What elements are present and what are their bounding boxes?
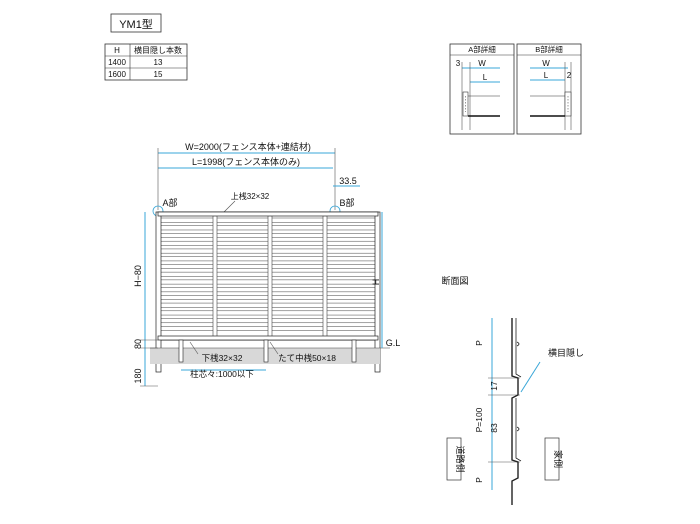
spec-table: H 横目隠し本数 1400 13 1600 15 bbox=[104, 43, 188, 81]
top-rail bbox=[157, 211, 379, 217]
mid-rail bbox=[212, 211, 218, 341]
h-minus-80-label: H−80 bbox=[133, 265, 143, 287]
w-dimension-label: W=2000(フェンス本体+連結材) bbox=[185, 141, 311, 152]
detail-b-title: B部詳細 bbox=[535, 44, 563, 54]
model-label: YM1型 bbox=[119, 17, 153, 31]
front-elevation: W=2000(フェンス本体+連結材) L=1998(フェンス本体のみ) 33.5… bbox=[133, 141, 401, 387]
detail-a-title: A部詳細 bbox=[468, 44, 496, 54]
detail-b-panel: B部詳細 W L 2 bbox=[516, 43, 582, 135]
post-pitch-label: 柱芯々:1000以下 bbox=[190, 369, 254, 379]
detail-b-dim-right: 2 bbox=[567, 71, 572, 80]
slat-callout-label: 横目隠し bbox=[548, 347, 584, 358]
table-header-count: 横目隠し本数 bbox=[134, 45, 182, 55]
post-foot bbox=[178, 339, 184, 363]
detail-b-dim-w: W bbox=[542, 59, 550, 68]
post-foot bbox=[351, 339, 357, 363]
slat-profile bbox=[511, 318, 519, 505]
section-view: 断面図 P P=100 P 17 83 横目隠し 道路側 家側 bbox=[441, 275, 584, 505]
table-cell: 15 bbox=[154, 70, 163, 79]
table-cell: 1400 bbox=[108, 58, 126, 67]
gl-label: G.L bbox=[386, 338, 401, 348]
section-p100: P=100 bbox=[474, 407, 484, 432]
mid-rail-label: たて中桟50×18 bbox=[278, 353, 336, 363]
b-part-label: B部 bbox=[339, 197, 354, 208]
post-foot bbox=[263, 339, 269, 363]
dim-180-label: 180 bbox=[133, 368, 143, 383]
detail-a-dim-left: 3 bbox=[456, 59, 461, 68]
detail-a-dim-l: L bbox=[483, 73, 488, 82]
section-title: 断面図 bbox=[441, 275, 468, 286]
dim-80-label: 80 bbox=[133, 339, 143, 349]
section-p-bottom: P bbox=[474, 477, 484, 483]
detail-a-panel: A部詳細 3 W L bbox=[449, 43, 515, 135]
section-p-top: P bbox=[474, 340, 484, 346]
mid-rail bbox=[267, 211, 273, 341]
house-side-box bbox=[544, 437, 560, 481]
table-header-h: H bbox=[114, 46, 120, 55]
a-part-label: A部 bbox=[162, 197, 177, 208]
detail-b-dim-l: L bbox=[544, 71, 549, 80]
road-side-box bbox=[446, 437, 462, 481]
road-side-label: 道路側 bbox=[455, 445, 466, 472]
detail-a-dim-w: W bbox=[478, 59, 486, 68]
bottom-rail-label: 下桟32×32 bbox=[202, 353, 243, 363]
table-cell: 13 bbox=[154, 58, 163, 67]
section-dim-83: 83 bbox=[489, 423, 499, 433]
l-dimension-label: L=1998(フェンス本体のみ) bbox=[192, 156, 300, 167]
bottom-rail bbox=[157, 335, 379, 341]
house-side-label: 家側 bbox=[553, 450, 564, 468]
top-rail-label: 上桟32×32 bbox=[231, 191, 270, 201]
section-dim-17: 17 bbox=[489, 381, 499, 391]
table-cell: 1600 bbox=[108, 70, 126, 79]
dim-33-5: 33.5 bbox=[339, 176, 357, 186]
model-label-box bbox=[110, 13, 162, 33]
mid-rail bbox=[322, 211, 328, 341]
h-label: H bbox=[371, 279, 381, 286]
